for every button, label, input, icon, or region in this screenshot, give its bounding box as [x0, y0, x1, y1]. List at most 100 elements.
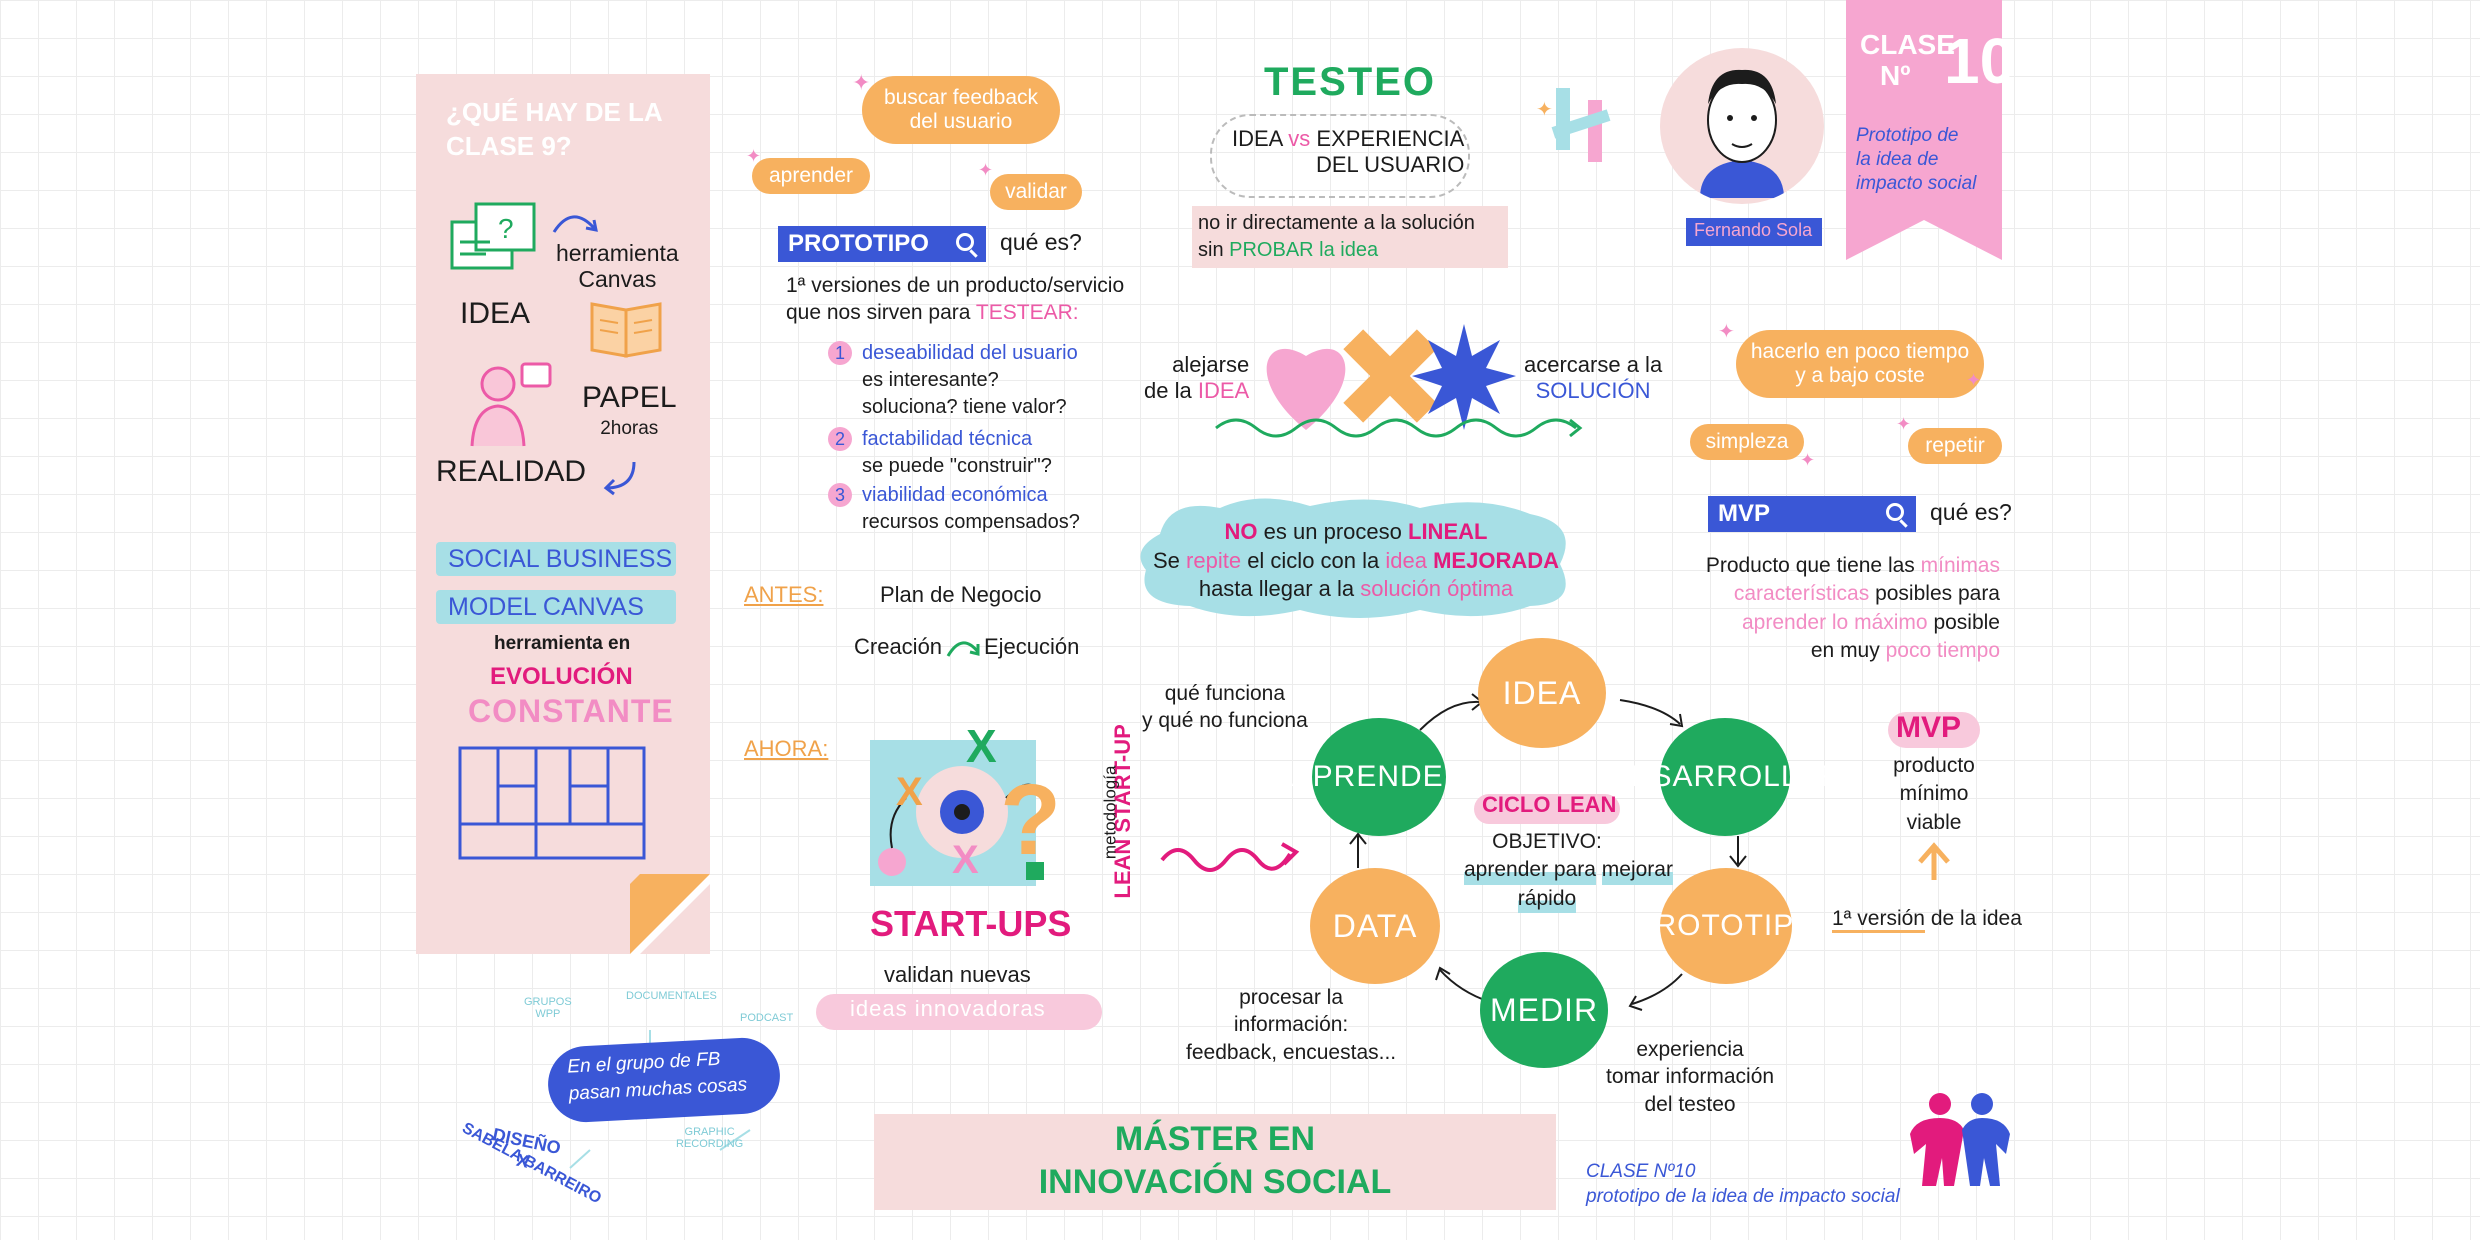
model-canvas-label: MODEL CANVAS: [448, 593, 644, 621]
heart-x-star-icons: [1266, 324, 1516, 430]
sparkle-icon: ✦: [1896, 414, 1912, 434]
pink-squiggle-arrow: [1160, 842, 1300, 872]
woman-icon: [470, 362, 552, 447]
mvp-searchbar[interactable]: MVP: [1708, 496, 1916, 532]
x-mark-green: X: [966, 720, 997, 772]
curved-arrow-icon: [552, 215, 598, 233]
svg-text:✦: ✦: [1536, 99, 1553, 121]
social-business-label: SOCIAL BUSINESS: [448, 545, 673, 573]
question-mark-icon: ?: [1000, 764, 1062, 876]
fb-group-text: En el grupo de FB pasan muchas cosas: [566, 1048, 748, 1105]
prototipo-searchbar[interactable]: PROTOTIPO: [778, 226, 986, 262]
realidad-label: REALIDAD: [436, 455, 587, 488]
fb-podcast-label: PODCAST: [740, 1012, 794, 1024]
evolucion-label: EVOLUCIÓN: [490, 663, 633, 690]
plan-negocio-label: Plan de Negocio: [880, 582, 1042, 607]
creacion-label: Creación: [854, 634, 943, 659]
ciclo-lean-highlight: [1474, 794, 1620, 824]
procesar-label: procesar la información: feedback, encue…: [1186, 986, 1397, 1064]
hacerlo-bubble: hacerlo en poco tiempo y a bajo coste: [1736, 330, 1984, 398]
mvp-badge-label: MVP: [1896, 711, 1962, 744]
mvp-definition: Producto que tiene las mínimas caracterí…: [1705, 554, 2000, 663]
sparkle-icon: ✦: [1718, 321, 1735, 343]
model-canvas-highlight: [436, 590, 676, 624]
social-business-highlight: [436, 542, 676, 576]
buscar-feedback-bubble: buscar feedback del usuario: [862, 76, 1060, 144]
sparkle-icon: ✦: [978, 160, 994, 180]
testeo-comparison: IDEA vs EXPERIENCIA DEL USUARIO: [1232, 126, 1465, 178]
metodologia-vertical: metodología: [1100, 765, 1120, 860]
prototipo-searchbar-label: PROTOTIPO: [788, 230, 929, 257]
canvas-grid-icon: [458, 746, 646, 860]
instructor-name-tag: [1686, 218, 1822, 246]
people-icon: [1910, 1093, 2010, 1186]
sparkle-icon: ✦: [852, 70, 871, 95]
cycle-node-prototipo: PROTOTIPO: [1633, 868, 1818, 984]
fb-grupos-label: GRUPOS WPP: [524, 996, 572, 1021]
testeo-dashed-bubble: [1210, 114, 1470, 198]
mvp-badge-highlight: [1888, 712, 1980, 748]
ideas-highlight: [816, 994, 1102, 1030]
fb-graphic-label: GRAPHIC RECORDING: [676, 1126, 744, 1151]
cycle-node-data: DATA: [1310, 868, 1440, 984]
ciclo-lean-label: CICLO LEAN: [1482, 792, 1617, 817]
constante-label: CONSTANTE: [468, 693, 674, 729]
ideas-innovadoras-label: ideas innovadoras: [850, 996, 1046, 1021]
acercarse-label: acercarse a la SOLUCIÓN: [1524, 352, 1663, 404]
que-funciona-label: qué funciona y qué no funciona: [1142, 682, 1308, 733]
sparkle-icon: ✦: [1800, 450, 1816, 470]
fb-documentales-label: DOCUMENTALES: [626, 990, 717, 1002]
papel-label: PAPEL 2horas: [582, 381, 677, 439]
svg-text:?: ?: [498, 213, 514, 244]
startup-eye-illustration: [870, 740, 1037, 886]
cycle-node-idea: IDEA: [1478, 638, 1606, 748]
sparkle-icon: ✦: [746, 146, 762, 166]
x-mark-pink: X: [952, 838, 979, 882]
antes-label: ANTES:: [744, 582, 824, 607]
alejarse-label: alejarse de la IDEA: [1144, 352, 1250, 404]
no-lineal-cloud: [1140, 498, 1566, 618]
logo-icon: ✦: [1536, 88, 1611, 162]
up-arrow-icon: [1918, 842, 1950, 880]
ahora-label: AHORA:: [744, 736, 829, 761]
validar-bubble: validar: [990, 174, 1082, 210]
objetivo-text: OBJETIVO: aprender para mejorar rápido: [1464, 828, 1673, 914]
cycle-node-desarrollar: DESARROLLAR: [1608, 718, 1841, 836]
primera-version-label: 1ª versión de la idea: [1832, 906, 2022, 933]
clase-ribbon-number: 10: [1944, 25, 2016, 97]
book-icon: [590, 302, 662, 358]
return-arrow-icon: [603, 461, 636, 496]
aprender-bubble: aprender: [752, 158, 870, 194]
magnifier-icon: [1886, 503, 1904, 521]
sparkle-icon: ✦: [1966, 370, 1982, 390]
herramienta-en-label: herramienta en: [494, 633, 631, 654]
validan-label: validan nuevas: [884, 962, 1031, 987]
clase-ribbon: [1846, 0, 2002, 260]
instructor-name: Fernando Sola: [1694, 220, 1813, 240]
herramienta-label: herramienta Canvas: [556, 240, 679, 293]
avatar: [1660, 48, 1824, 204]
magnifier-icon: [956, 233, 974, 251]
testeo-title: TESTEO: [1264, 60, 1437, 104]
clase-ribbon-subtitle: Prototipo de la idea de impacto social: [1856, 125, 1977, 194]
producto-minimo-viable: producto mínimo viable: [1893, 754, 1975, 834]
startups-label: START-UPS: [870, 903, 1072, 944]
master-title: MÁSTER EN INNOVACIÓN SOCIAL: [1038, 1120, 1392, 1201]
mvp-searchbar-label: MVP: [1718, 500, 1771, 527]
no-ir-text: no ir directamente a la solución sin PRO…: [1198, 212, 1475, 261]
simpleza-bubble: simpleza: [1690, 424, 1804, 460]
mvp-que-es: qué es?: [1930, 499, 2012, 525]
footer-clase: CLASE Nº10 prototipo de la idea de impac…: [1586, 1161, 1900, 1207]
experiencia-label: experiencia tomar información del testeo: [1606, 1038, 1775, 1116]
master-box: [874, 1114, 1556, 1210]
creacion-arrow-icon: [946, 641, 980, 657]
repetir-bubble: repetir: [1908, 428, 2002, 464]
folded-corner-icon: [630, 874, 710, 954]
cycle-node-medir: MEDIR: [1480, 952, 1608, 1068]
idea-label: IDEA: [460, 297, 531, 330]
clase-ribbon-label: CLASE Nº: [1860, 29, 1955, 91]
left-panel-title: ¿QUÉ HAY DE LA CLASE 9?: [446, 97, 663, 161]
